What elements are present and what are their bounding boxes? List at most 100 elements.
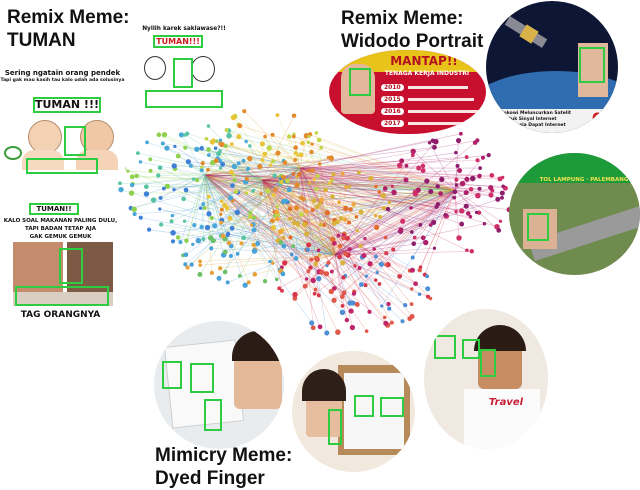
network-node: [118, 187, 123, 192]
network-node: [281, 175, 286, 180]
network-node: [481, 156, 485, 160]
network-node: [410, 287, 413, 290]
network-node: [378, 215, 382, 219]
tuman-meme-2: Nyilih karek saklawase?!! TUMAN!!!: [139, 14, 229, 114]
mimicry-circle-2-box-finger: [328, 409, 342, 445]
network-node: [229, 254, 233, 258]
network-node: [433, 247, 436, 250]
network-node: [161, 141, 165, 145]
network-node: [172, 188, 175, 191]
network-node: [353, 264, 356, 267]
network-node: [330, 270, 334, 274]
network-node: [306, 269, 310, 273]
network-node: [311, 198, 316, 203]
mimicry-circle-3-box-a: [434, 335, 456, 359]
baby-figure-left: [28, 120, 62, 154]
network-node: [275, 205, 278, 208]
network-node: [252, 248, 258, 254]
network-node: [291, 244, 295, 248]
network-node: [220, 208, 224, 212]
network-node: [260, 141, 265, 146]
network-node: [314, 288, 318, 292]
network-node: [173, 145, 176, 148]
network-node: [231, 199, 234, 202]
network-node: [438, 191, 443, 196]
network-node: [205, 137, 209, 141]
network-node: [287, 187, 292, 192]
network-node: [476, 158, 480, 162]
network-node: [410, 314, 415, 319]
network-node: [423, 240, 428, 245]
network-node: [228, 216, 233, 221]
network-node: [162, 187, 166, 191]
network-node: [428, 141, 431, 144]
network-node: [319, 223, 323, 227]
network-node: [273, 187, 277, 191]
network-node: [374, 185, 378, 189]
network-node: [386, 207, 390, 211]
network-node: [345, 236, 350, 241]
tuman-meme-1-gesture-box: [64, 126, 86, 156]
network-node: [352, 291, 356, 295]
network-node: [171, 214, 174, 217]
network-node: [455, 183, 458, 186]
network-node: [226, 133, 232, 139]
network-node: [323, 188, 328, 193]
network-node: [456, 138, 461, 143]
year-row: 2015: [381, 94, 481, 105]
network-node: [185, 265, 189, 269]
network-edge: [455, 190, 491, 195]
network-node: [335, 220, 340, 225]
network-node: [307, 169, 310, 172]
mimicry-circle-3-shirt-text: Travel: [476, 397, 536, 408]
network-node: [183, 133, 187, 137]
network-node: [469, 215, 472, 218]
network-node: [459, 208, 464, 213]
year-chip: 2016: [381, 108, 404, 115]
network-node: [311, 208, 315, 212]
tuman-meme-3-footer: TAG ORANGNYA: [3, 310, 118, 320]
network-node: [397, 274, 402, 279]
network-node: [400, 219, 405, 224]
network-node: [454, 178, 458, 182]
network-node: [290, 253, 294, 257]
network-node: [459, 132, 463, 136]
sketch-head-right: [191, 56, 215, 82]
network-node: [469, 187, 474, 192]
network-node: [330, 177, 333, 180]
network-node: [233, 178, 237, 182]
network-node: [218, 266, 222, 270]
network-node: [355, 215, 358, 218]
network-node: [275, 278, 279, 282]
network-node: [410, 302, 414, 306]
tuman-meme-3-bottom-box: [15, 286, 109, 306]
year-row: 2010: [381, 82, 481, 93]
network-node: [413, 190, 416, 193]
network-node: [135, 174, 139, 178]
network-node: [147, 228, 151, 232]
network-node: [338, 244, 342, 248]
mimicry-circle-1-box-finger: [204, 399, 222, 431]
network-node: [452, 196, 456, 200]
year-bar: [408, 86, 468, 89]
network-node: [184, 252, 189, 257]
tuman-meme-1-caption-mid: Tapi gak mau kasih tau kalo udah ada sol…: [0, 78, 125, 83]
network-node: [487, 153, 491, 157]
network-node: [209, 246, 213, 250]
network-node: [331, 172, 335, 176]
network-node: [403, 177, 408, 182]
network-node: [235, 210, 240, 215]
network-node: [129, 190, 134, 195]
network-node: [285, 178, 290, 183]
network-node: [201, 202, 205, 206]
network-node: [303, 284, 308, 289]
year-chip: 2010: [381, 84, 404, 91]
network-node: [400, 319, 404, 323]
network-node: [475, 193, 481, 199]
network-node: [435, 184, 440, 189]
network-node: [145, 140, 149, 144]
network-node: [473, 140, 478, 145]
network-node: [313, 292, 317, 296]
network-node: [205, 225, 210, 230]
network-node: [416, 166, 421, 171]
